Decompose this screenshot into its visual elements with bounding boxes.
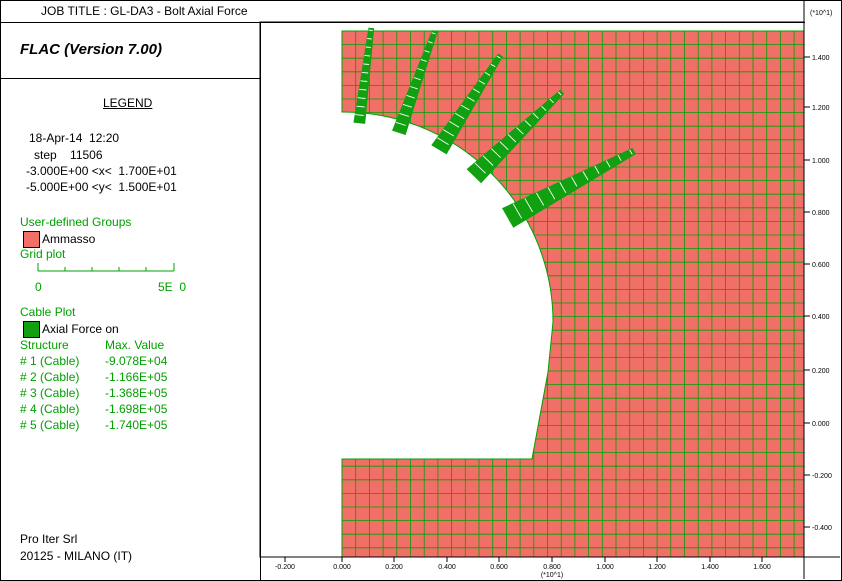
y-range: -5.000E+00 <y< 1.500E+01	[26, 180, 177, 194]
groups-heading: User-defined Groups	[20, 215, 132, 229]
y-tick-label: 0.400	[812, 314, 830, 321]
job-title: JOB TITLE : GL-DA3 - Bolt Axial Force	[41, 4, 248, 18]
company-name: Pro Iter Srl	[20, 532, 78, 546]
cable-2-axial-force	[392, 30, 438, 136]
cable-plot-label: Cable Plot	[20, 305, 76, 319]
cable-name: # 5 (Cable)	[20, 418, 80, 432]
cable-3-axial-force	[431, 53, 503, 155]
grid-scale-bar	[37, 263, 175, 272]
x-tick-label: 0.000	[333, 564, 351, 571]
legend-panel: FLAC (Version 7.00) LEGEND 18-Apr-14 12:…	[1, 23, 261, 580]
y-tick-label: 1.000	[812, 158, 830, 165]
cable-value: -1.740E+05	[105, 418, 168, 432]
max-value-header: Max. Value	[105, 338, 165, 352]
cable-name: # 4 (Cable)	[20, 402, 80, 416]
y-tick-label: -0.400	[812, 525, 832, 532]
x-tick-label: 1.400	[701, 564, 719, 571]
ammasso-swatch	[23, 231, 40, 248]
cable-name: # 2 (Cable)	[20, 370, 80, 384]
step-value: 11506	[70, 148, 103, 162]
legend-title: LEGEND	[103, 96, 153, 110]
x-tick-label: 1.000	[596, 564, 614, 571]
x-tick-label: 0.600	[490, 564, 508, 571]
version-box: FLAC (Version 7.00)	[1, 23, 260, 79]
axial-force-swatch	[23, 321, 40, 338]
grid-plot-label: Grid plot	[20, 247, 66, 261]
x-tick-label: 0.800	[543, 564, 561, 571]
scale-max: 5E 0	[158, 280, 187, 294]
software-version: FLAC (Version 7.00)	[20, 41, 162, 58]
y-tick-label: 1.200	[812, 105, 830, 112]
step-label: step	[34, 148, 57, 162]
cable-name: # 3 (Cable)	[20, 386, 80, 400]
y-tick-label: 1.400	[812, 55, 830, 62]
x-range: -3.000E+00 <x< 1.700E+01	[26, 164, 177, 178]
y-tick-label: 0.000	[812, 421, 830, 428]
structure-header: Structure	[20, 338, 69, 352]
y-axis-multiplier: (*10^1)	[810, 10, 832, 17]
y-tick-label: 0.600	[812, 262, 830, 269]
cable-legend: Axial Force on	[42, 322, 119, 336]
cable-value: -1.368E+05	[105, 386, 168, 400]
x-tick-label: 1.600	[753, 564, 771, 571]
cable-1-axial-force	[353, 27, 375, 124]
group-name: Ammasso	[42, 232, 96, 246]
x-axis-multiplier: (*10^1)	[541, 572, 563, 579]
x-tick-label: -0.200	[275, 564, 295, 571]
x-tick-label: 0.200	[385, 564, 403, 571]
cable-4-axial-force	[466, 89, 565, 184]
plot-date: 18-Apr-14 12:20	[29, 131, 120, 145]
cable-value: -1.166E+05	[105, 370, 168, 384]
company-address: 20125 - MILANO (IT)	[20, 549, 133, 563]
cable-name: # 1 (Cable)	[20, 354, 80, 368]
x-tick-label: 0.400	[438, 564, 456, 571]
scale-min: 0	[35, 280, 42, 294]
y-tick-label: -0.200	[812, 473, 832, 480]
cable-5-axial-force	[501, 148, 636, 228]
step-line: step 11506	[34, 148, 103, 162]
y-tick-label: 0.200	[812, 368, 830, 375]
cable-value: -1.698E+05	[105, 402, 168, 416]
x-tick-label: 1.200	[648, 564, 666, 571]
y-tick-label: 0.800	[812, 210, 830, 217]
cable-value: -9.078E+04	[105, 354, 168, 368]
